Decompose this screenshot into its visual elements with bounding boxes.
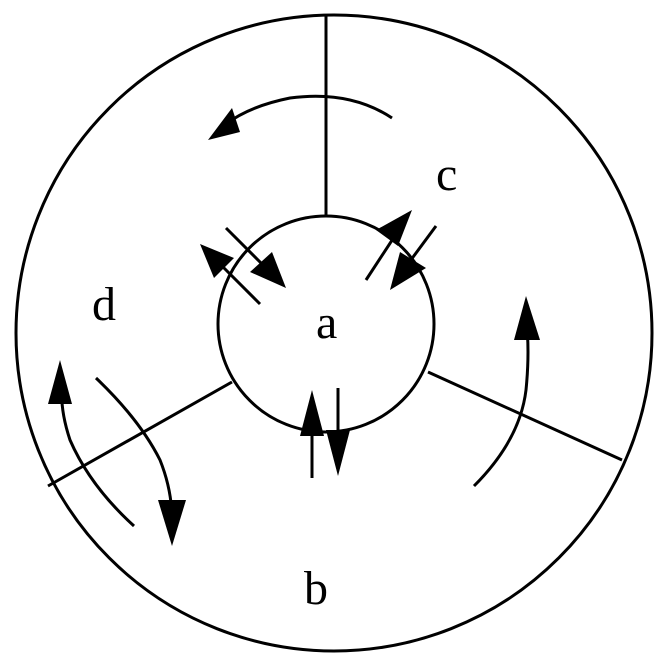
left-arrow-down-head — [158, 500, 186, 546]
bottom-down-head — [326, 430, 350, 476]
right-circulation-arrowhead — [514, 296, 540, 340]
left-arrow-up-head — [48, 360, 72, 404]
bottom-up-head — [300, 390, 324, 436]
label-d: d — [92, 278, 116, 331]
top-circulation-arrowhead — [208, 108, 240, 140]
upper-left-outward-shaft — [216, 260, 262, 306]
divider-lower-left — [47, 380, 233, 488]
top-circulation-arrow — [225, 94, 393, 126]
label-a: a — [316, 296, 337, 349]
divider-lower-right — [427, 370, 623, 462]
upper-left-outward-head — [200, 244, 234, 278]
upper-right-outward-head — [376, 210, 412, 246]
upper-right-inward-head — [390, 252, 426, 290]
label-c: c — [436, 148, 457, 201]
left-arrow-down — [94, 376, 174, 521]
upper-left-inward-head — [250, 252, 286, 288]
label-b: b — [304, 562, 328, 615]
right-circulation-arrow — [472, 317, 530, 488]
outer-circle — [14, 13, 654, 653]
